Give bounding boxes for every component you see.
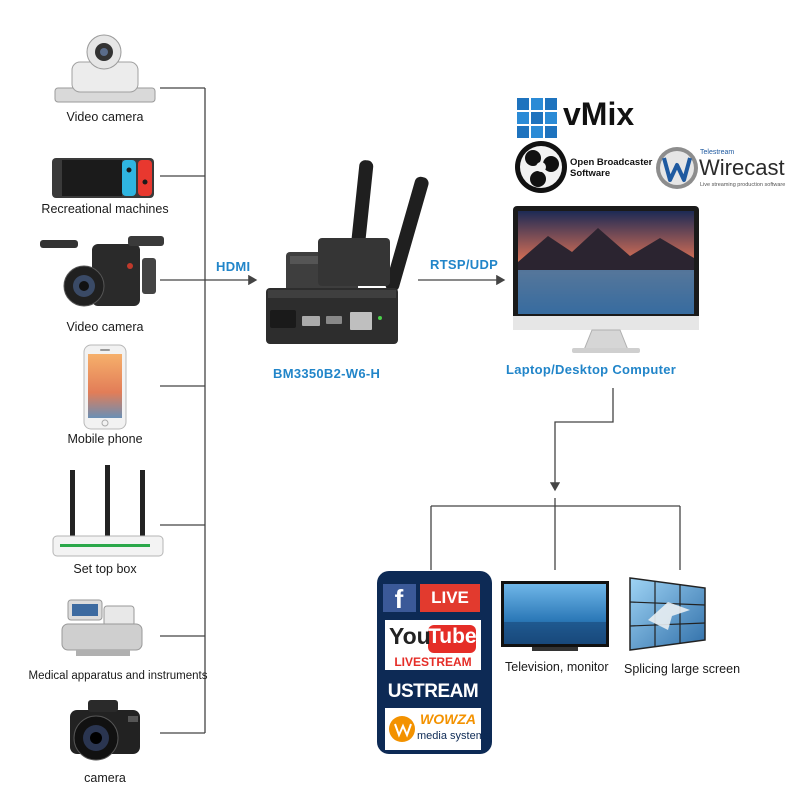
medical-apparatus-icon bbox=[61, 599, 143, 656]
mobile-phone-icon bbox=[83, 344, 127, 430]
wirecast-logo-icon bbox=[656, 147, 698, 189]
facebook-live-text: LIVE bbox=[431, 588, 469, 607]
vmix-logo-icon bbox=[517, 98, 557, 138]
ustream-text: USTREAM bbox=[387, 681, 479, 702]
output-connectors bbox=[430, 498, 681, 570]
source-label-mobile-phone: Mobile phone bbox=[67, 432, 143, 446]
video-wall-label: Splicing large screen bbox=[624, 662, 741, 676]
set-top-box-icon bbox=[52, 465, 164, 557]
wowza-text: WOWZA bbox=[420, 711, 476, 727]
source-label-camera: camera bbox=[84, 771, 126, 785]
monitor-icon bbox=[513, 206, 699, 353]
tv-label: Television, monitor bbox=[505, 660, 609, 674]
encoder-device-icon bbox=[266, 160, 429, 344]
wirecast-logo-text: Wirecast bbox=[699, 155, 785, 180]
computer-label: Laptop/Desktop Computer bbox=[506, 362, 677, 377]
rtsp-udp-label: RTSP/UDP bbox=[430, 257, 499, 272]
encoder-model-label: BM3350B2-W6-H bbox=[273, 366, 381, 381]
obs-logo-text-line1: Open Broadcaster bbox=[570, 157, 653, 168]
youtube-tube-text: Tube bbox=[428, 625, 477, 648]
game-console-icon bbox=[52, 158, 154, 198]
youtube-livestream-text: LIVESTREAM bbox=[394, 655, 472, 669]
source-label-video-camera-ptz: Video camera bbox=[66, 110, 144, 124]
vmix-logo-text: vMix bbox=[563, 96, 635, 132]
obs-logo-icon bbox=[515, 141, 567, 193]
wirecast-tagline-text: Live streaming production software bbox=[700, 182, 786, 188]
source-label-set-top-box: Set top box bbox=[73, 562, 137, 576]
source-label-recreational-machines: Recreational machines bbox=[41, 202, 169, 216]
video-wall-icon bbox=[629, 577, 706, 651]
wowza-sub-text: media systems bbox=[417, 730, 491, 742]
computer-connector bbox=[549, 388, 614, 492]
svg-text:f: f bbox=[395, 584, 404, 614]
hdmi-label: HDMI bbox=[216, 259, 251, 274]
wirecast-brand-text: Telestream bbox=[700, 149, 735, 156]
source-label-video-camera-handheld: Video camera bbox=[66, 320, 144, 334]
source-connectors bbox=[160, 87, 206, 734]
dslr-camera-icon bbox=[70, 700, 140, 761]
television-icon bbox=[501, 581, 609, 651]
streaming-platforms-panel: f bbox=[377, 571, 492, 754]
camcorder-icon bbox=[40, 236, 164, 307]
youtube-you-text: You bbox=[389, 623, 431, 649]
obs-logo-text-line2: Software bbox=[570, 168, 611, 179]
ptz-camera-icon bbox=[54, 34, 156, 103]
source-label-medical-apparatus: Medical apparatus and instruments bbox=[28, 670, 208, 682]
